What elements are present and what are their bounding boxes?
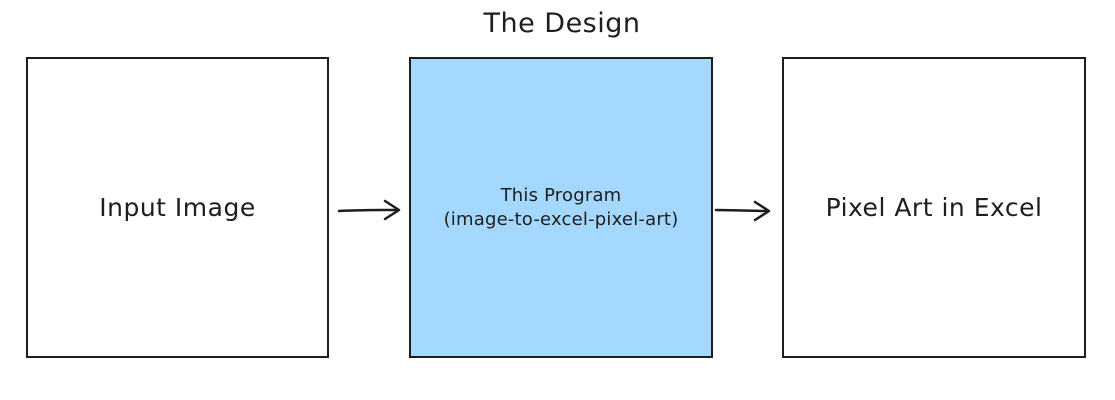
input-image-node[interactable]: Input Image [26, 57, 329, 358]
excel-pixel-art-label: Pixel Art in Excel [825, 193, 1043, 222]
arrow-input-to-program [337, 199, 401, 221]
input-image-label: Input Image [99, 193, 256, 222]
program-name-label: This Program [500, 184, 622, 206]
program-id-label: (image-to-excel-pixel-art) [443, 208, 679, 230]
diagram-title: The Design [483, 8, 641, 39]
arrow-program-to-output [714, 200, 771, 222]
program-node[interactable]: This Program (image-to-excel-pixel-art) [409, 57, 713, 358]
excel-pixel-art-node[interactable]: Pixel Art in Excel [782, 57, 1086, 358]
